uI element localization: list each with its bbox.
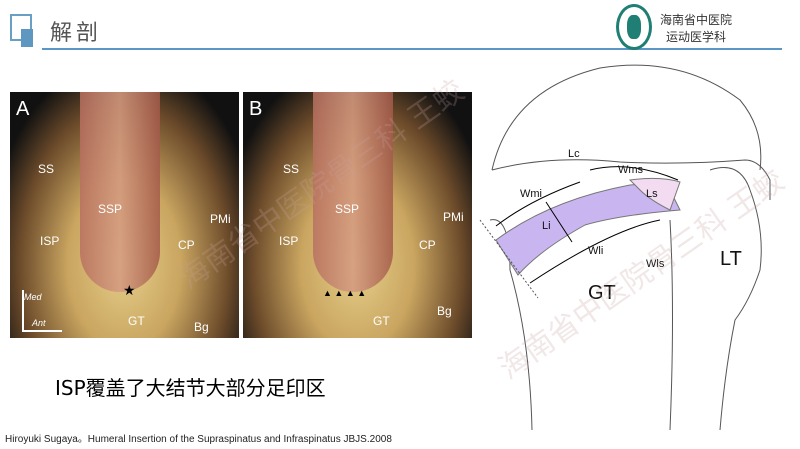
arrowheads: ▲ ▲ ▲ ▲ (323, 288, 367, 298)
label-pmi: PMi (443, 210, 464, 224)
muscle (313, 92, 393, 292)
axis-med-label: Med (24, 292, 42, 302)
header-divider (42, 48, 782, 50)
label-bg: Bg (437, 304, 452, 318)
org-name: 海南省中医院运动医学科 (660, 12, 732, 46)
axis-vertical (22, 290, 24, 330)
muscle (80, 92, 160, 292)
label-ssp: SSP (98, 202, 123, 216)
label-ssp: SSP (335, 202, 360, 216)
photo-a: A SS SSP ISP PMi CP GT Bg ★ Med Ant (10, 92, 239, 338)
hospital-logo (616, 4, 652, 50)
label-wli: Wli (588, 245, 604, 257)
label-cp: CP (178, 238, 195, 252)
label-gt: GT (373, 314, 390, 328)
label-wms: Wms (618, 164, 644, 176)
citation: Hiroyuki Sugaya。Humeral Insertion of the… (5, 434, 392, 445)
panel-label: B (249, 98, 263, 120)
label-lt: LT (720, 248, 742, 270)
label-isp: ISP (279, 234, 299, 248)
label-wmi: Wmi (520, 188, 542, 200)
org-line1: 海南省中医院 (660, 13, 733, 27)
label-isp: ISP (40, 234, 60, 248)
page-title: 解剖 (50, 21, 103, 46)
title-decoration-fill (21, 29, 33, 47)
star-marker: ★ (123, 282, 136, 298)
label-bg: Bg (194, 320, 209, 334)
label-pmi: PMi (210, 212, 231, 226)
label-ls: Ls (646, 188, 658, 200)
label-gt: GT (128, 314, 145, 328)
caption: ISP覆盖了大结节大部分足印区 (55, 376, 326, 400)
label-lc: Lc (568, 148, 580, 160)
org-line2: 运动医学科 (666, 30, 727, 44)
label-li: Li (542, 220, 551, 232)
label-ss: SS (283, 162, 300, 176)
axis-horizontal (22, 330, 62, 332)
humerus-diagram: Lc Wms Wmi Ls Li Wli Wls LT GT (470, 60, 800, 431)
label-wls: Wls (646, 258, 665, 270)
label-cp: CP (419, 238, 436, 252)
photo-b: B SS SSP ISP PMi CP GT Bg ▲ ▲ ▲ ▲ (243, 92, 472, 338)
label-gt: GT (588, 282, 616, 304)
axis-ant-label: Ant (32, 318, 46, 328)
label-ss: SS (38, 162, 55, 176)
panel-label: A (16, 98, 30, 120)
